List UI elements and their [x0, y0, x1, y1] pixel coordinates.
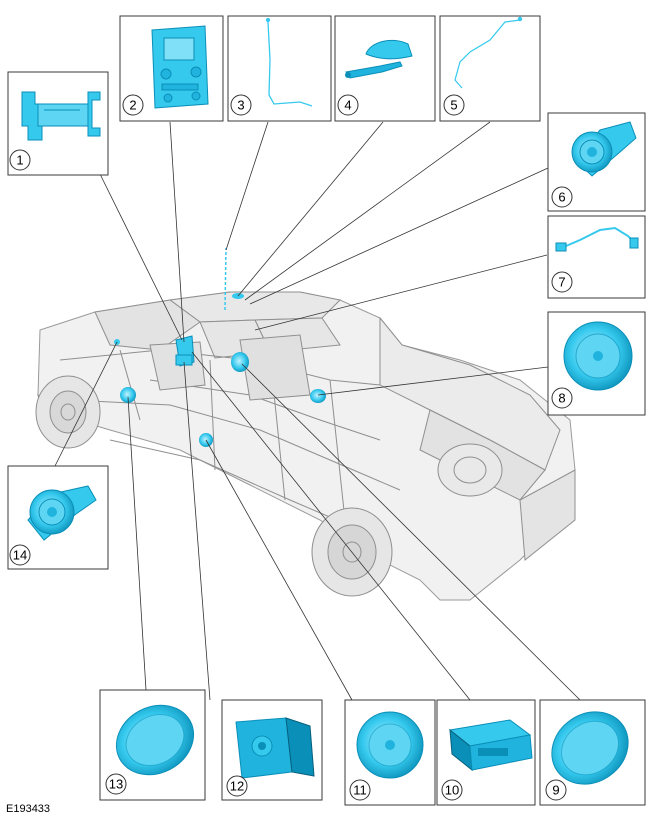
- component-8-speaker-illustration: [563, 321, 633, 391]
- svg-text:7: 7: [558, 275, 565, 290]
- component-12-enclosure-illustration: [235, 717, 315, 779]
- component-14-tweeter-illustration: [27, 485, 97, 541]
- component-11-speaker-illustration: [356, 711, 424, 779]
- callout-1: 1: [9, 149, 31, 171]
- callout-4: 4: [337, 94, 359, 116]
- callout-8: 8: [551, 387, 573, 409]
- component-3-antenna-cable-illustration: [265, 17, 313, 107]
- svg-text:14: 14: [13, 548, 27, 563]
- callout-7: 7: [551, 271, 573, 293]
- svg-text:8: 8: [558, 391, 565, 406]
- callout-12: 12: [226, 775, 248, 797]
- component-9-speaker-illustration: [551, 711, 629, 785]
- svg-text:13: 13: [109, 777, 123, 792]
- component-6-tweeter-illustration: [571, 121, 637, 177]
- component-4-antenna-illustration: [345, 39, 413, 79]
- leader-lines: [54, 121, 581, 701]
- callout-11: 11: [349, 779, 371, 801]
- component-10-amplifier-illustration: [448, 719, 533, 772]
- svg-text:10: 10: [445, 783, 459, 798]
- svg-text:4: 4: [344, 98, 351, 113]
- svg-text:9: 9: [552, 783, 559, 798]
- figure-code: E193433: [6, 803, 50, 815]
- vehicle-rear-door-speaker-highlight: [231, 352, 249, 372]
- vehicle-front-door-speaker-highlight: [120, 387, 136, 403]
- svg-text:11: 11: [353, 783, 367, 798]
- svg-text:1: 1: [16, 153, 23, 168]
- callout-9: 9: [545, 779, 567, 801]
- callout-5: 5: [443, 94, 465, 116]
- component-1-module-illustration: [21, 91, 101, 141]
- vehicle-component-highlights: [114, 293, 326, 447]
- svg-text:12: 12: [230, 779, 244, 794]
- callout-14: 14: [9, 544, 31, 566]
- callout-numbers: 1 2 3 4 5 6 7 8 9 10 11 12 13 14: [9, 94, 573, 801]
- callout-2: 2: [122, 94, 144, 116]
- svg-text:6: 6: [558, 190, 565, 205]
- callout-10: 10: [441, 779, 463, 801]
- component-2-audio-control-panel-illustration: [151, 25, 209, 109]
- callout-6: 6: [551, 186, 573, 208]
- callout-3: 3: [230, 94, 252, 116]
- component-7-sensor-cable-illustration: [555, 226, 639, 252]
- svg-text:5: 5: [450, 98, 457, 113]
- pickup-truck-illustration: [35, 247, 576, 601]
- callout-13: 13: [105, 773, 127, 795]
- svg-text:2: 2: [129, 98, 136, 113]
- component-5-cable-illustration: [454, 16, 523, 89]
- svg-text:3: 3: [237, 98, 244, 113]
- vehicle-rear-speaker-highlight: [310, 389, 326, 403]
- component-13-speaker-illustration: [115, 704, 195, 776]
